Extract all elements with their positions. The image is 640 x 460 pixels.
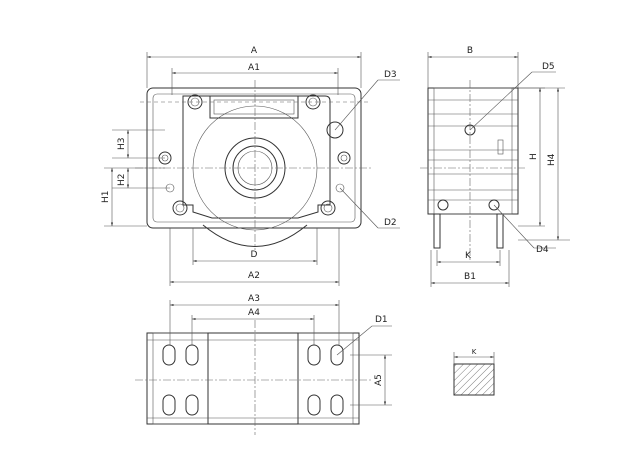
front-plate-outline	[182, 95, 331, 219]
front-view: A A1 D A2 H3 H2 H1 D3 D2	[101, 46, 400, 286]
label-d3: D3	[384, 70, 397, 80]
label-a1: A1	[248, 63, 260, 73]
label-k: K	[465, 251, 472, 261]
label-key-k: K	[472, 348, 477, 356]
front-top-slot	[209, 95, 299, 119]
label-a5: A5	[374, 374, 384, 386]
label-b1: B1	[464, 272, 476, 282]
label-d4: D4	[536, 245, 549, 255]
label-h1: H1	[101, 191, 111, 204]
side-tab-left	[433, 213, 441, 249]
label-h2: H2	[117, 174, 127, 187]
bottom-housing-outline	[146, 332, 360, 425]
leader-d2	[339, 187, 379, 229]
label-a: A	[251, 46, 258, 56]
label-a3: A3	[248, 294, 260, 304]
label-a4: A4	[248, 308, 260, 318]
bottom-center-block	[207, 332, 299, 425]
label-h: H	[529, 153, 539, 160]
side-tab-right	[496, 213, 504, 249]
label-h4: H4	[547, 153, 557, 166]
label-d5: D5	[542, 62, 555, 72]
label-b: B	[467, 46, 473, 56]
leader-d4	[493, 204, 535, 249]
front-hub-arc	[202, 224, 308, 247]
bottom-view: A3 A4 A5 D1	[135, 294, 392, 435]
front-housing-outline	[146, 87, 362, 229]
leader-d5	[469, 71, 533, 131]
label-a2: A2	[248, 271, 260, 281]
bottom-slots	[162, 344, 344, 416]
key-section: K	[453, 348, 495, 396]
side-view: B K B1 H H4 D5 D4	[420, 46, 570, 287]
key-section-hatch	[453, 363, 495, 396]
label-d: D	[251, 250, 258, 260]
label-d1: D1	[375, 315, 388, 325]
label-d2: D2	[384, 218, 397, 228]
leader-d1	[336, 325, 373, 356]
front-bolts	[158, 94, 351, 216]
label-h3: H3	[117, 138, 127, 151]
side-housing-outline	[427, 87, 519, 215]
front-top-slot-inner	[213, 99, 295, 115]
leader-d3	[334, 79, 379, 131]
